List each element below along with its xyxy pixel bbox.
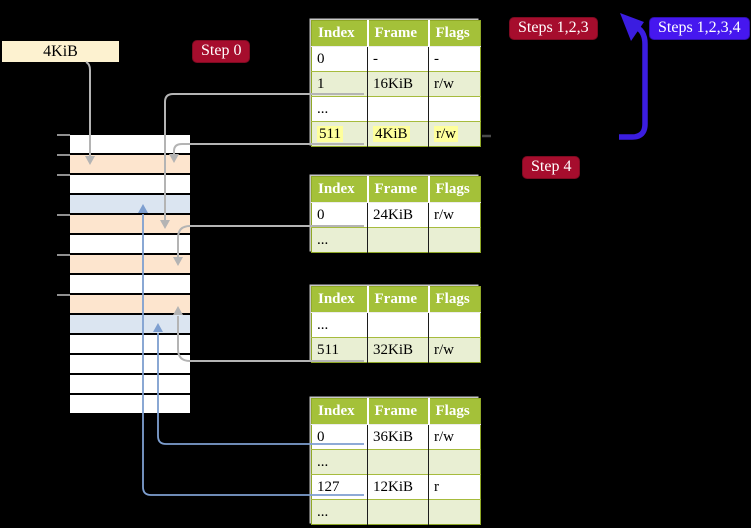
cell-frame: 16KiB xyxy=(367,71,429,97)
cell-frame xyxy=(367,449,429,475)
memory-cell-empty xyxy=(70,375,190,395)
memory-cell-page-table xyxy=(70,295,190,315)
cell-frame: 24KiB xyxy=(367,202,429,228)
cell-index: 0 xyxy=(311,46,368,72)
badge-step-4: Step 4 xyxy=(522,156,581,179)
memory-cell-empty xyxy=(70,235,190,255)
cell-index: 0 xyxy=(311,424,368,450)
memory-cell-page-table xyxy=(70,215,190,235)
memory-cell-empty xyxy=(70,355,190,375)
cell-index: ... xyxy=(311,227,368,253)
memory-cell-empty xyxy=(70,135,190,155)
badge-steps-1-2-3-4: Steps 1,2,3,4 xyxy=(649,17,750,40)
column-header-frame: Frame xyxy=(367,286,430,313)
column-header-frame: Frame xyxy=(367,20,430,47)
cell-frame: - xyxy=(367,46,429,72)
memory-cell-mapped-page xyxy=(70,315,190,335)
badge-steps-1-2-3: Steps 1,2,3 xyxy=(509,17,598,40)
column-header-flags: Flags xyxy=(428,176,481,203)
frame-size-label: 4KiB xyxy=(2,41,119,62)
table-row: ... xyxy=(311,449,481,475)
cell-frame: 36KiB xyxy=(367,424,429,450)
column-header-flags: Flags xyxy=(428,20,481,47)
cell-frame xyxy=(367,312,429,338)
cell-flags: r/w xyxy=(428,337,481,363)
memory-tick-marks xyxy=(57,134,70,296)
cell-frame: 4KiB xyxy=(367,121,429,147)
memory-cell-empty xyxy=(70,395,190,415)
cell-flags: r xyxy=(428,474,481,500)
cell-index: 511 xyxy=(311,121,368,147)
memory-cell-page-table xyxy=(70,255,190,275)
cell-flags: r/w xyxy=(428,424,481,450)
cell-flags xyxy=(428,499,481,525)
memory-cell-empty xyxy=(70,275,190,295)
cell-flags xyxy=(428,227,481,253)
table-row: ... xyxy=(311,312,481,338)
cell-index: ... xyxy=(311,499,368,525)
column-header-index: Index xyxy=(311,176,369,203)
cell-flags xyxy=(428,312,481,338)
cell-frame: 12KiB xyxy=(367,474,429,500)
table-row: ... xyxy=(311,499,481,525)
column-header-index: Index xyxy=(311,398,369,425)
table-row: ... xyxy=(311,227,481,253)
memory-cell-empty xyxy=(70,175,190,195)
cell-index: ... xyxy=(311,96,368,122)
column-header-index: Index xyxy=(311,20,369,47)
column-header-frame: Frame xyxy=(367,176,430,203)
cell-flags: r/w xyxy=(428,202,481,228)
memory-cell-mapped-page xyxy=(70,195,190,215)
column-header-frame: Frame xyxy=(367,398,430,425)
cell-frame xyxy=(367,96,429,122)
column-header-flags: Flags xyxy=(428,398,481,425)
cell-flags xyxy=(428,96,481,122)
table-row: ... xyxy=(311,96,481,122)
cell-index: ... xyxy=(311,312,368,338)
cell-index: 511 xyxy=(311,337,368,363)
cell-index: 0 xyxy=(311,202,368,228)
memory-column xyxy=(70,135,190,415)
badge-step-0: Step 0 xyxy=(192,40,251,63)
table-row: 0-- xyxy=(311,46,481,72)
cell-index: 127 xyxy=(311,474,368,500)
memory-cell-empty xyxy=(70,335,190,355)
cell-flags xyxy=(428,449,481,475)
cell-frame: 32KiB xyxy=(367,337,429,363)
cell-frame xyxy=(367,227,429,253)
cell-index: ... xyxy=(311,449,368,475)
cell-flags: r/w xyxy=(428,121,481,147)
memory-cell-page-table xyxy=(70,155,190,175)
cell-index: 1 xyxy=(311,71,368,97)
cell-flags: r/w xyxy=(428,71,481,97)
column-header-index: Index xyxy=(311,286,369,313)
cell-flags: - xyxy=(428,46,481,72)
column-header-flags: Flags xyxy=(428,286,481,313)
cell-frame xyxy=(367,499,429,525)
